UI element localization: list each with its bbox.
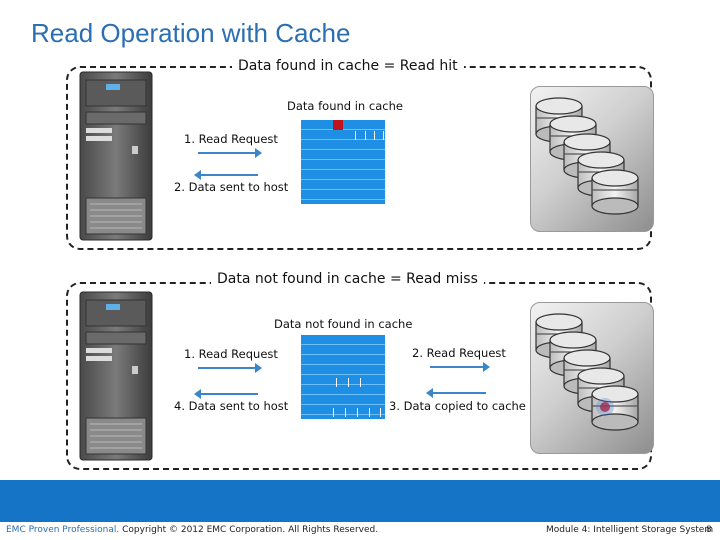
hit-cache-caption: Data found in cache [287, 99, 403, 113]
read-miss-label: Data not found in cache = Read miss [211, 271, 484, 287]
miss-cache-caption: Data not found in cache [274, 317, 413, 331]
miss-step-data-sent: 4. Data sent to host [174, 399, 289, 413]
arrow-right-icon [430, 362, 490, 372]
cache-icon [301, 120, 385, 204]
server-icon [79, 71, 153, 241]
miss-step-read-request-storage: 2. Read Request [412, 346, 506, 360]
cache-tick-marks [355, 131, 384, 140]
hit-step-data-sent: 2. Data sent to host [174, 180, 289, 194]
cache-tick-marks [333, 408, 381, 417]
footer-module: Module 4: Intelligent Storage System [546, 525, 714, 535]
page-number: 8 [706, 525, 712, 535]
arrow-left-icon [194, 170, 258, 180]
arrow-left-icon [426, 388, 486, 398]
arrow-left-icon [194, 389, 258, 399]
footer-copyright: EMC Proven Professional. Copyright © 201… [6, 525, 378, 535]
server-icon [79, 291, 153, 461]
footer-bar [0, 480, 720, 522]
footer-copyright-text: Copyright © 2012 EMC Corporation. All Ri… [122, 525, 379, 535]
miss-step-read-request-host: 1. Read Request [184, 347, 278, 361]
disk-stack-icon [535, 313, 639, 431]
arrow-right-icon [198, 148, 262, 158]
cache-hit-block [333, 120, 343, 130]
cache-tick-marks [336, 378, 362, 387]
read-hit-label: Data found in cache = Read hit [232, 58, 464, 74]
footer-brand: EMC Proven Professional. [6, 525, 120, 535]
cache-icon [301, 335, 385, 419]
data-location-dot [600, 402, 610, 412]
slide-title: Read Operation with Cache [31, 18, 351, 48]
miss-step-data-copied: 3. Data copied to cache [389, 399, 526, 413]
arrow-right-icon [198, 363, 262, 373]
hit-step-read-request: 1. Read Request [184, 132, 278, 146]
disk-stack-icon [535, 97, 639, 215]
